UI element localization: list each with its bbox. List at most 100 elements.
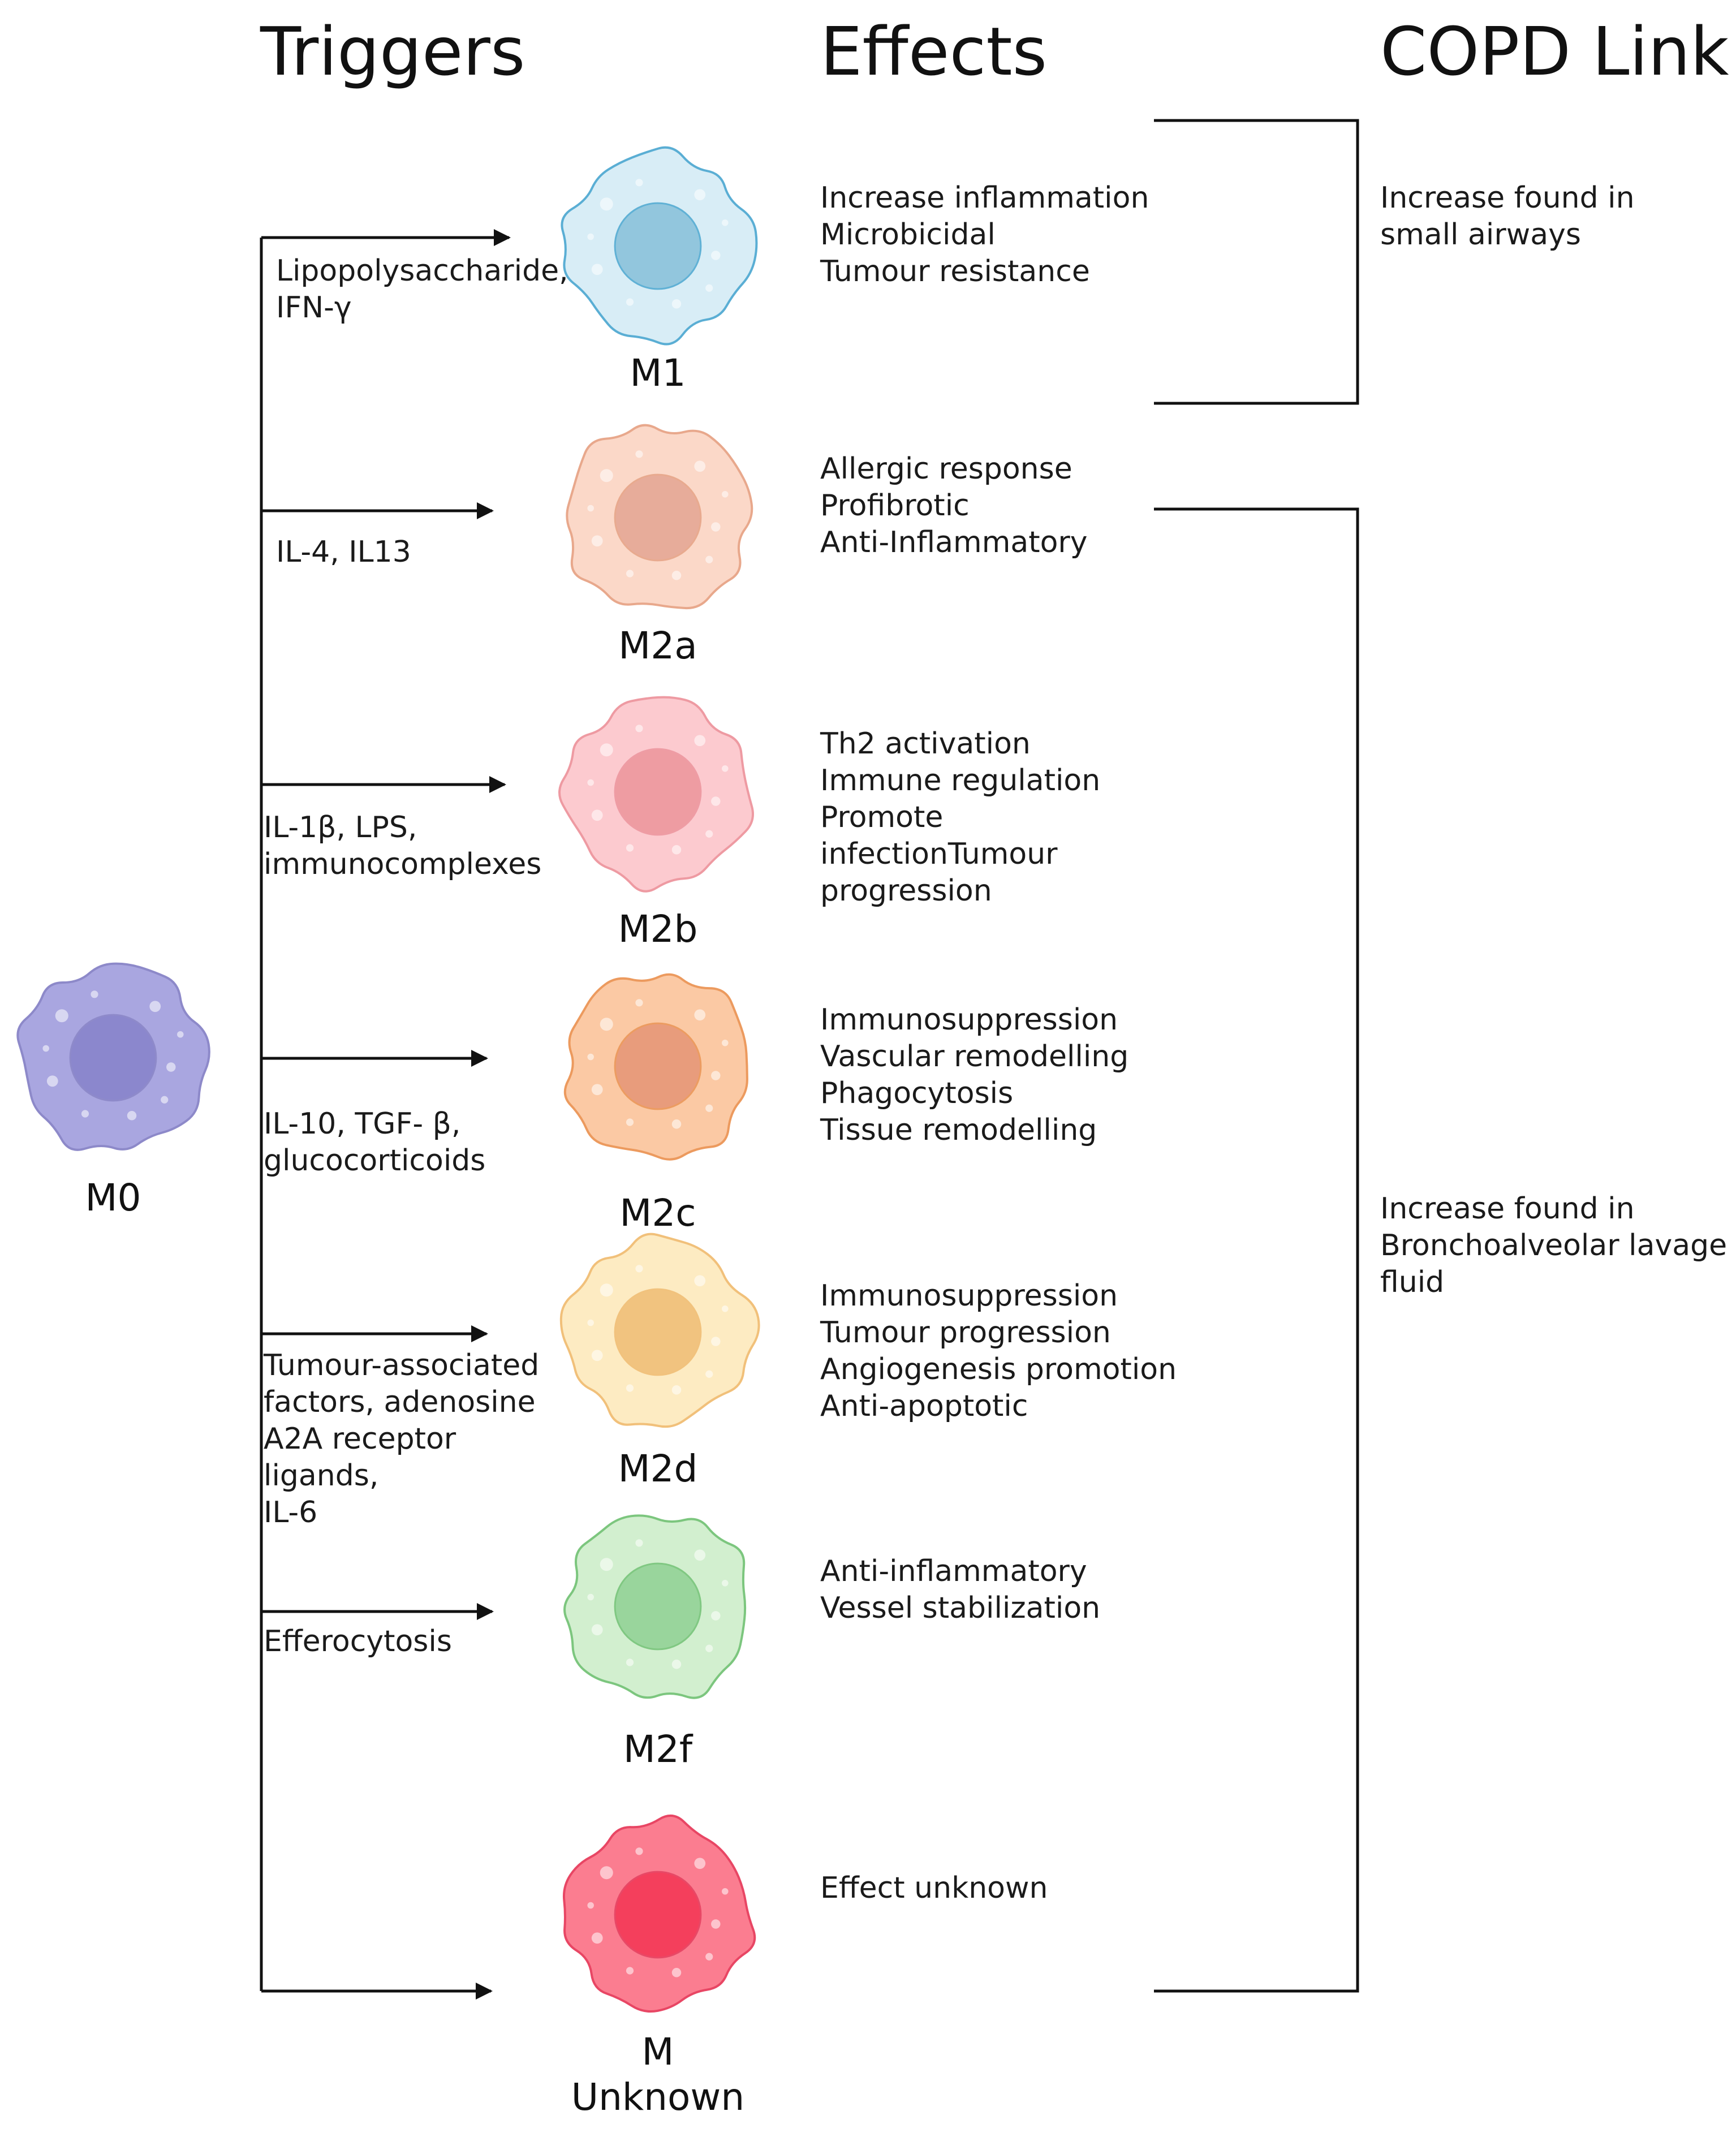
triggers-header: Triggers xyxy=(260,12,525,91)
vesicle xyxy=(626,844,634,852)
vesicle xyxy=(694,460,706,472)
vesicle xyxy=(671,1660,682,1669)
vesicle xyxy=(177,1031,184,1038)
vesicle xyxy=(626,570,634,578)
copd-link-bal-fluid: Increase found in Bronchoalveolar lavage… xyxy=(1380,1192,1728,1299)
bracket-bal-fluid xyxy=(1154,507,1359,1993)
vesicle xyxy=(705,284,713,292)
vesicle xyxy=(591,1350,603,1362)
effect-item: Promote xyxy=(820,800,944,834)
trigger-m1: Lipopolysaccharide, IFN-γ xyxy=(276,254,568,325)
copd-link-small-airways: Increase found in small airways xyxy=(1380,181,1635,252)
cell-m2f-nucleus xyxy=(614,1562,702,1651)
vesicle xyxy=(635,1847,643,1855)
cell-m-unknown-nucleus xyxy=(614,1871,702,1959)
m-unknown-label: M Unknown xyxy=(571,2030,745,2119)
effect-item: Tissue remodelling xyxy=(820,1113,1097,1147)
effect-item: Microbicidal xyxy=(820,218,996,252)
vesicle xyxy=(591,535,603,547)
m2d-label: M2d xyxy=(618,1447,698,1490)
cell-m2d-nucleus xyxy=(614,1288,702,1376)
vesicle xyxy=(635,1539,643,1547)
m2c-label: M2c xyxy=(619,1191,696,1235)
vesicle xyxy=(626,1118,634,1126)
vesicle xyxy=(722,1305,729,1312)
vesicle xyxy=(635,179,643,187)
vesicle xyxy=(694,1549,706,1561)
vesicle xyxy=(694,735,706,747)
vesicle xyxy=(587,1053,594,1061)
trigger-m2c: IL-10, TGF- β, glucocorticoids xyxy=(264,1107,486,1178)
vesicle xyxy=(711,1337,721,1346)
vesicle xyxy=(722,1039,729,1046)
vesicle xyxy=(694,1275,706,1287)
vesicle xyxy=(711,796,721,806)
vesicle xyxy=(722,1579,729,1587)
vesicle xyxy=(591,264,603,275)
vesicle xyxy=(600,1283,613,1297)
effect-item: Phagocytosis xyxy=(820,1076,1014,1110)
trigger-m2b: IL-1β, LPS, immunocomplexes xyxy=(264,811,542,881)
vesicle xyxy=(705,1644,713,1652)
vesicle xyxy=(635,725,643,733)
cell-m2b xyxy=(558,696,754,893)
vesicle xyxy=(600,743,613,757)
cell-m2a xyxy=(566,424,753,610)
vesicle xyxy=(587,233,594,240)
vesicle xyxy=(600,1866,613,1880)
vesicle xyxy=(671,571,682,580)
vesicle xyxy=(711,522,721,532)
vesicle xyxy=(91,990,98,998)
vesicle xyxy=(600,1018,613,1031)
line-layer xyxy=(260,119,1359,2000)
effect-item: Vessel stabilization xyxy=(820,1591,1101,1625)
effect-item: Immunosuppression xyxy=(820,1279,1118,1313)
vesicle xyxy=(626,298,634,306)
vesicle xyxy=(161,1096,169,1104)
cell-m0-nucleus xyxy=(69,1014,157,1102)
vesicle xyxy=(635,999,643,1007)
vesicle xyxy=(55,1009,68,1023)
vesicle xyxy=(587,505,594,512)
vesicle xyxy=(81,1110,89,1118)
effect-item: Vascular remodelling xyxy=(820,1040,1129,1074)
vesicle xyxy=(626,1384,634,1392)
vesicle xyxy=(591,809,603,821)
copd-link-header: COPD Link xyxy=(1380,12,1729,91)
vesicle xyxy=(149,1001,161,1013)
trigger-m2f: Efferocytosis xyxy=(264,1625,452,1658)
cell-m1-nucleus xyxy=(614,202,702,290)
vesicle xyxy=(671,1385,682,1395)
effect-item: Anti-apoptotic xyxy=(820,1389,1028,1423)
vesicle xyxy=(626,1967,634,1975)
effect-item: Effect unknown xyxy=(820,1871,1048,1905)
cell-m2d xyxy=(559,1233,760,1428)
effect-item: Immune regulation xyxy=(820,764,1101,798)
effect-item: Tumour resistance xyxy=(820,255,1090,288)
vesicle xyxy=(591,1084,603,1096)
vesicle xyxy=(711,1611,721,1621)
vesicle xyxy=(626,1658,634,1666)
vesicle xyxy=(705,1104,713,1112)
vesicle xyxy=(591,1932,603,1944)
cell-m2a-nucleus xyxy=(614,473,702,562)
vesicle xyxy=(46,1075,58,1087)
vesicle xyxy=(587,779,594,786)
m2f-label: M2f xyxy=(623,1727,693,1771)
effect-item: Increase inflammation xyxy=(820,181,1149,215)
m2b-label: M2b xyxy=(618,907,698,951)
trigger-m2d: Tumour-associated factors, adenosine A2A… xyxy=(264,1348,540,1529)
vesicle xyxy=(591,1624,603,1636)
cell-m2c xyxy=(563,973,748,1161)
effect-item: Anti-Inflammatory xyxy=(820,525,1088,559)
vesicle xyxy=(711,251,721,260)
vesicle xyxy=(722,490,729,498)
vesicle xyxy=(587,1319,594,1326)
effect-item: Angiogenesis promotion xyxy=(820,1352,1177,1386)
